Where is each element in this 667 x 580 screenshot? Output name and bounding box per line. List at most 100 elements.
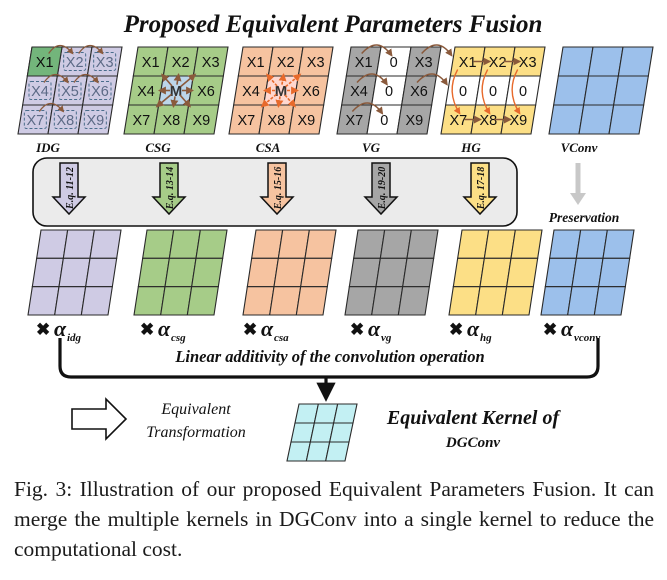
alpha-symbol: α (261, 316, 274, 341)
kernel-cell-label: 0 (519, 84, 527, 100)
kernel-cell (31, 257, 64, 288)
kernel-label-vg: VG (362, 140, 381, 155)
kernel-cell (273, 257, 306, 288)
preservation-arrow (570, 163, 586, 205)
equation-ref-label: E.q. 13-14 (165, 167, 176, 211)
bottom-kernel-hg (448, 229, 543, 316)
kernel-cell (288, 104, 325, 135)
kernel-cell (452, 257, 485, 288)
sum-bracket (58, 338, 600, 379)
kernel-cell-label: X4 (137, 84, 155, 100)
kernel-cell (242, 286, 275, 316)
kernel-cell (195, 229, 228, 259)
kernel-cell (183, 104, 220, 135)
kernel-cell (353, 229, 386, 259)
kernel-cell-label: X1 (247, 55, 265, 71)
kernel-cell (397, 286, 430, 316)
kernel-cell-label: X3 (96, 55, 114, 71)
down-arrow-icon (51, 162, 87, 216)
kernel-cell (58, 257, 91, 288)
alpha-subscript: idg (67, 332, 82, 344)
kernel-cell (191, 257, 224, 288)
kernel-label-vconv: VConv (561, 140, 598, 155)
kernel-cell-label: X7 (449, 113, 467, 129)
kernel-cell (571, 257, 604, 288)
kernel-cell (479, 257, 512, 288)
kernel-cell-label: X9 (405, 113, 423, 129)
group-dashed-outline (28, 81, 52, 100)
equation-arrow-idg: E.q. 11-12 (51, 162, 87, 216)
times-icon: ✖ (350, 320, 364, 339)
down-arrow-icon (151, 162, 187, 216)
times-icon: ✖ (543, 320, 557, 339)
kernel-label-idg: IDG (35, 140, 60, 155)
kernel-cell-label: X3 (415, 55, 433, 71)
equivalent-kernel-line1: Equivalent Kernel of (386, 407, 562, 429)
top-kernel-vconv (548, 46, 654, 135)
kernel-cell (587, 46, 624, 77)
group-dashed-outline (58, 81, 82, 100)
equation-ref-label: E.q. 19-20 (377, 167, 388, 211)
kernel-cell-label: X8 (56, 113, 74, 129)
alpha-symbol: α (54, 316, 67, 341)
linear-additivity-label: Linear additivity of the convolution ope… (174, 347, 484, 366)
kernel-cell (506, 257, 539, 288)
diagram-title: Proposed Equivalent Parameters Fusion (123, 11, 543, 38)
equation-arrow-hg: E.q. 17-18 (462, 162, 498, 216)
alpha-subscript: csa (274, 332, 289, 344)
kernel-cell-label: X4 (350, 84, 368, 100)
kernel-cell (277, 229, 310, 259)
highlight-cell (26, 46, 63, 77)
kernel-cell-label: 0 (385, 84, 393, 100)
alpha-symbol: α (368, 316, 381, 341)
kernel-cell (375, 257, 408, 288)
kernel-cell-label: X6 (197, 84, 215, 100)
kernel-label-csg: CSG (145, 140, 171, 155)
kernel-cell-label: X8 (162, 113, 180, 129)
kernel-cell-label: X8 (267, 113, 285, 129)
kernel-cell-label: 0 (380, 113, 388, 129)
kernel-cell (324, 441, 350, 462)
down-arrow-icon (363, 162, 399, 216)
kernel-cell (269, 286, 302, 316)
sampling-arrows (451, 57, 522, 124)
kernel-cell-label: X3 (202, 55, 220, 71)
times-icon: ✖ (36, 320, 50, 339)
kernel-cell (137, 257, 170, 288)
kernel-cell-label: X9 (86, 113, 104, 129)
kernel-cell (608, 104, 645, 135)
equivalent-transformation-line2: Transformation (146, 424, 246, 441)
group-dashed-outline (53, 110, 77, 129)
alpha-symbol: α (467, 316, 480, 341)
kernel-cell (553, 75, 589, 106)
bottom-kernel-csa (242, 229, 337, 316)
alpha-subscript: hg (480, 332, 492, 344)
kernel-label-csa: CSA (256, 140, 281, 155)
kernel-cell (142, 229, 175, 259)
kernel-cell (168, 229, 201, 259)
kernel-cell-label: X7 (132, 113, 150, 129)
kernel-cell (348, 257, 381, 288)
kernel-cell-label: X2 (489, 55, 507, 71)
equation-ref-label: E.q. 11-12 (65, 167, 76, 210)
kernel-cell (186, 286, 219, 316)
bottom-kernel-idg (27, 229, 122, 316)
kernel-cell-label: M (275, 83, 288, 100)
equation-arrow-csa: E.q. 15-16 (259, 162, 295, 216)
kernel-cell-label: X2 (66, 55, 84, 71)
kernel-cell-label: X6 (410, 84, 428, 100)
kernel-cell (54, 286, 87, 316)
kernel-cell-label: X8 (479, 113, 497, 129)
kernel-cell (133, 286, 166, 316)
equation-ref-label: E.q. 17-18 (476, 167, 487, 211)
down-arrow-icon (259, 162, 295, 216)
kernel-cell (402, 257, 435, 288)
